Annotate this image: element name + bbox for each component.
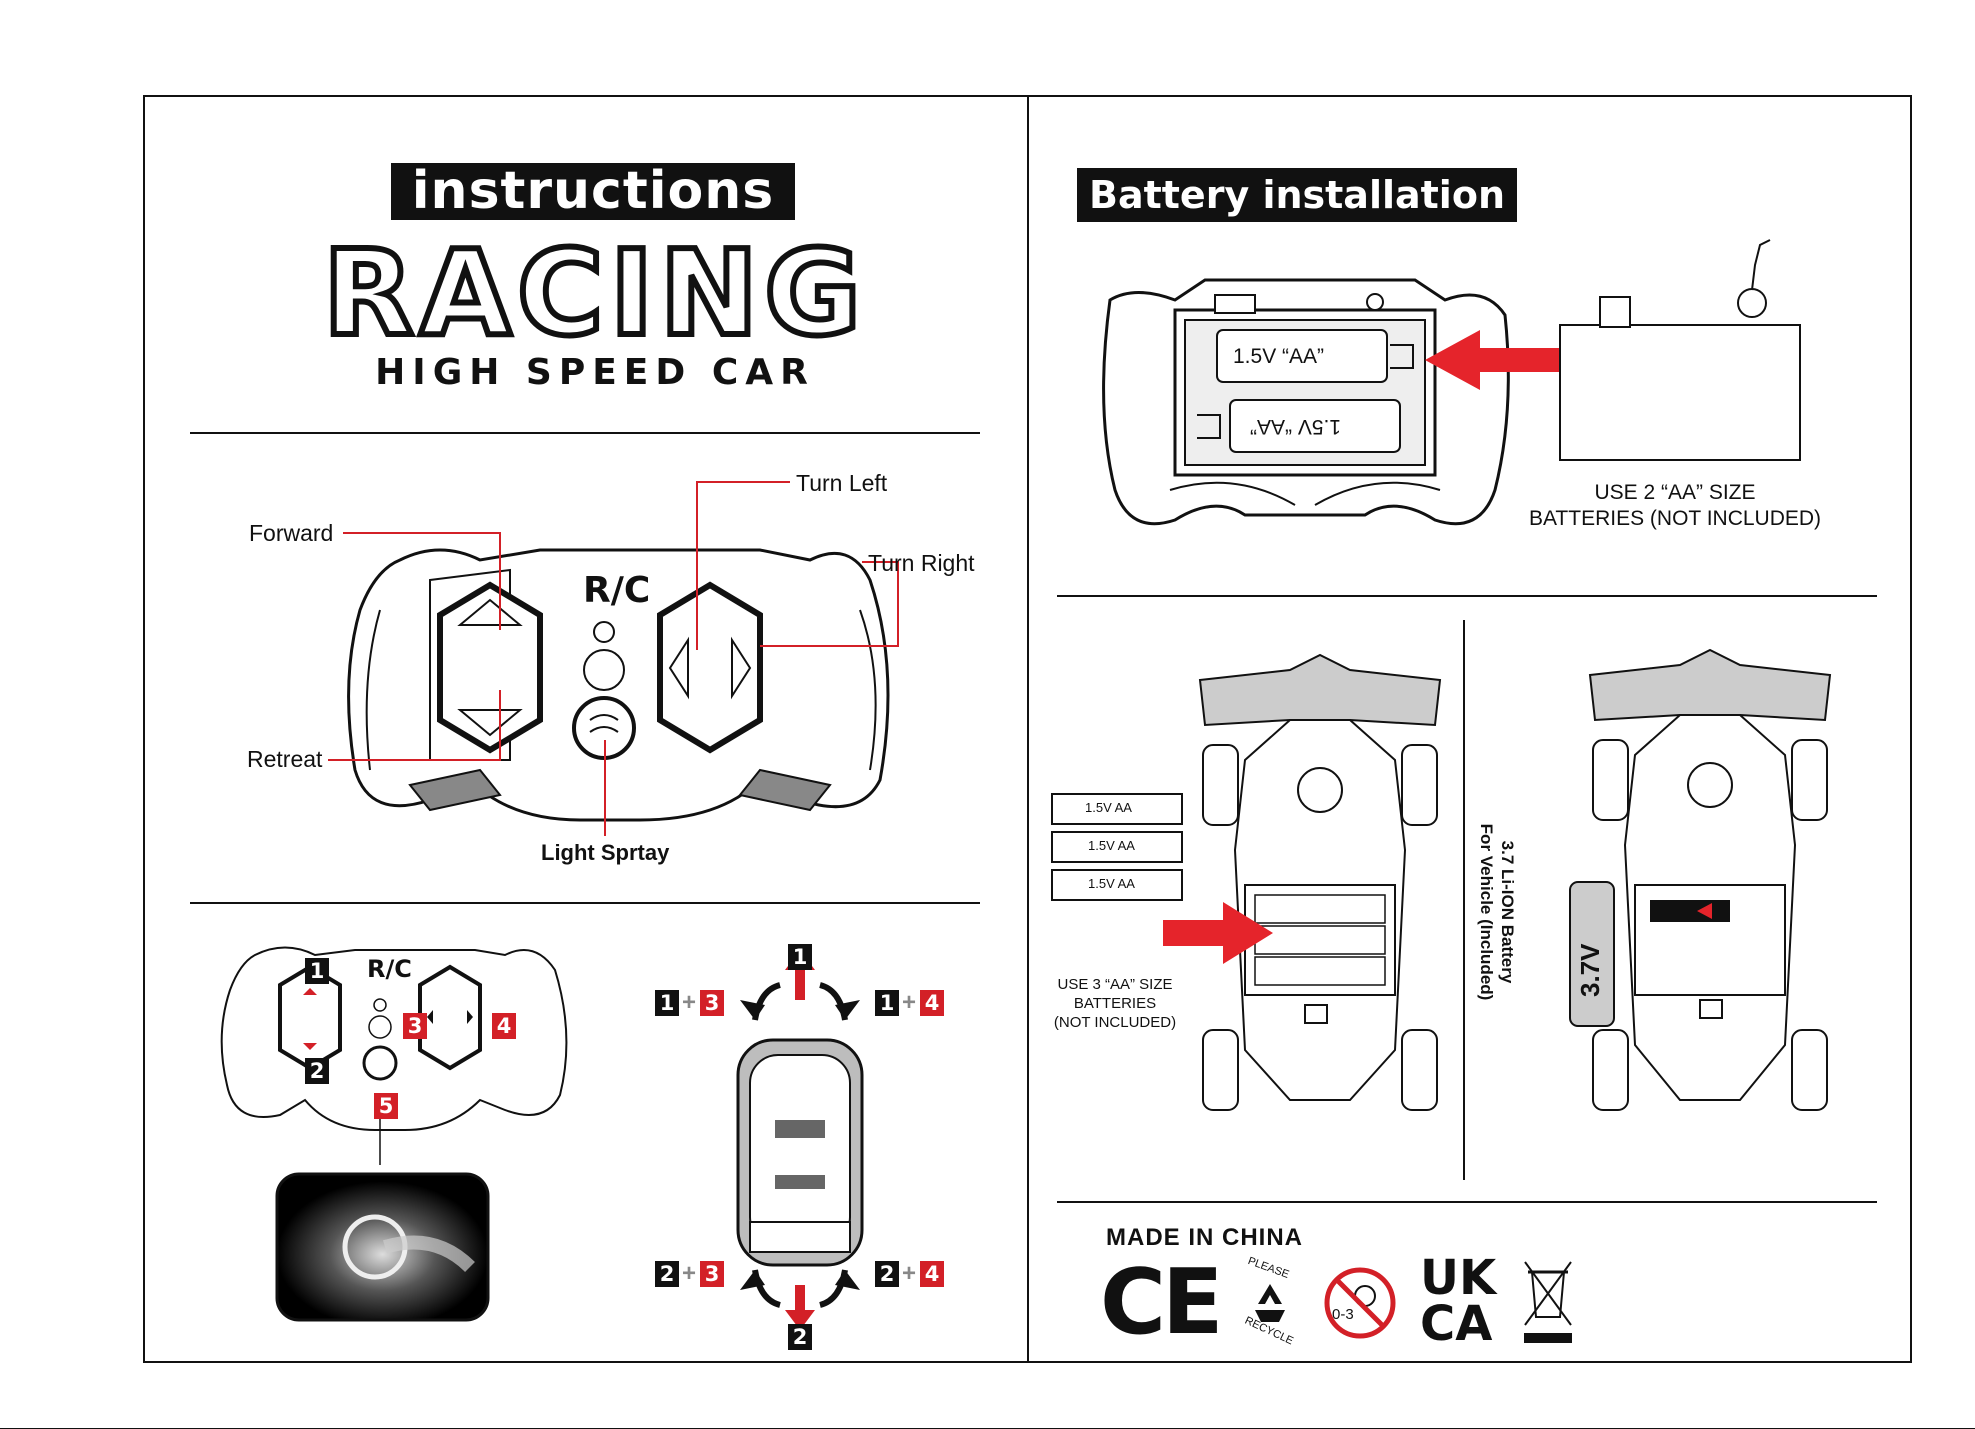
button-number-1: 1 (305, 958, 329, 984)
combo-top-left-plus: + (682, 989, 697, 1016)
light-spray-label: Light Sprtay (541, 840, 670, 865)
right-divider-1 (1057, 595, 1877, 597)
car-direction-diagram (736, 950, 864, 1330)
aa-cells-diagram (1051, 793, 1183, 901)
liion-caption-line2: For Vehicle (Included) (1477, 823, 1496, 1001)
aa-cell-1-label: 1.5V AA (1085, 800, 1132, 815)
liion-caption-line1: 3.7 Li-ION Battery (1498, 840, 1517, 984)
remote-cell-top-label: 1.5V “AA” (1233, 345, 1325, 368)
recycle-icon (1255, 1284, 1285, 1322)
combo-bottom-right-a: 2 (875, 1261, 899, 1287)
mini-remote-diagram (220, 946, 568, 1165)
combo-bottom-left-plus: + (682, 1260, 697, 1287)
combo-bottom-right-plus: + (902, 1260, 917, 1287)
car-aa-chassis-diagram (1198, 653, 1442, 1111)
battery-door-diagram (1559, 239, 1801, 461)
car-aa-caption: USE 3 “AA” SIZE BATTERIES (NOT INCLUDED) (1040, 975, 1190, 1032)
button-number-5: 5 (374, 1093, 398, 1119)
battery-heading: Battery installation (1077, 168, 1517, 222)
right-divider-vertical (1463, 620, 1465, 1180)
ce-mark: CE (1100, 1250, 1224, 1355)
button-number-2: 2 (305, 1058, 329, 1084)
direction-up-number: 1 (788, 944, 812, 970)
car-aa-caption-line3: (NOT INCLUDED) (1053, 1014, 1177, 1031)
remote-battery-caption-line2: BATTERIES (NOT INCLUDED) (1528, 507, 1822, 530)
center-divider (1027, 95, 1029, 1363)
remote-logo: R/C (583, 570, 651, 611)
aa-cell-3-label: 1.5V AA (1088, 876, 1135, 891)
retreat-label: Retreat (247, 746, 323, 772)
button-number-4: 4 (492, 1013, 516, 1039)
turn-left-label: Turn Left (796, 470, 888, 496)
left-divider-1 (190, 432, 980, 434)
combo-bottom-left-a: 2 (655, 1261, 679, 1287)
brand-logo: RACING (320, 224, 868, 362)
remote-battery-caption: USE 2 “AA” SIZE BATTERIES (NOT INCLUDED) (1480, 480, 1870, 532)
liion-vertical-caption: 3.7 Li-ION Battery For Vehicle (Included… (1476, 812, 1518, 1012)
age-warning-icon (1324, 1267, 1396, 1339)
right-divider-2 (1057, 1201, 1877, 1203)
ukca-top: UK (1420, 1250, 1497, 1306)
instructions-heading: instructions (391, 163, 795, 220)
car-aa-insert-arrow-icon (1163, 902, 1273, 964)
weee-bin-icon (1524, 1261, 1572, 1343)
liion-pack-label: 3.7V (1575, 943, 1605, 998)
ukca-bottom: CA (1420, 1296, 1493, 1352)
remote-control-diagram (347, 548, 890, 822)
remote-battery-compartment (1102, 278, 1510, 526)
combo-top-right-a: 1 (875, 990, 899, 1016)
combo-bottom-left-b: 3 (700, 1261, 724, 1287)
made-in-label: MADE IN CHINA (1106, 1224, 1303, 1251)
combo-top-right-plus: + (902, 989, 917, 1016)
forward-label: Forward (249, 520, 334, 546)
car-aa-caption-line2: BATTERIES (1073, 995, 1157, 1012)
brand-subtitle: HIGH SPEED CAR (375, 352, 815, 393)
remote-cell-bottom-label: 1.5V “AA” (1250, 415, 1342, 438)
car-aa-caption-line1: USE 3 “AA” SIZE (1057, 976, 1173, 993)
turn-right-label: Turn Right (868, 550, 975, 576)
button-number-3: 3 (403, 1013, 427, 1039)
age-warning-label: 0-3 (1332, 1306, 1354, 1323)
liion-battery-pack (1569, 881, 1615, 1027)
left-divider-2 (190, 902, 980, 904)
spray-photo (275, 1172, 490, 1322)
combo-bottom-right-b: 4 (920, 1261, 944, 1287)
aa-cell-2-label: 1.5V AA (1088, 838, 1135, 853)
combo-top-right-b: 4 (920, 990, 944, 1016)
combo-top-left-b: 3 (700, 990, 724, 1016)
insert-arrow-icon (1425, 330, 1565, 390)
direction-down-number: 2 (788, 1324, 812, 1350)
mini-remote-logo: R/C (367, 955, 412, 983)
remote-battery-caption-line1: USE 2 “AA” SIZE (1594, 481, 1756, 504)
car-liion-chassis-diagram (1588, 648, 1832, 1111)
combo-top-left-a: 1 (655, 990, 679, 1016)
